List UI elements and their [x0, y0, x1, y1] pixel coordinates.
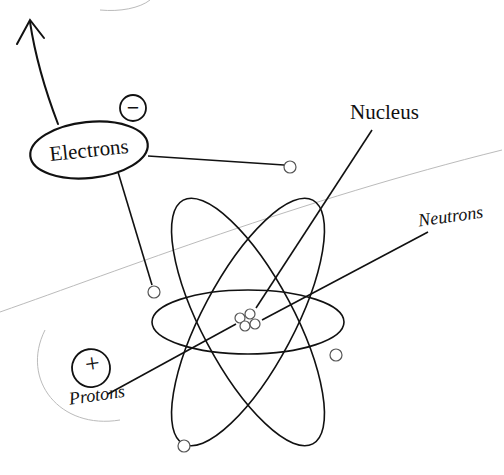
leader-line — [118, 172, 152, 285]
nucleus-particle — [240, 321, 250, 331]
hand-circle — [120, 95, 146, 121]
orbit — [143, 179, 354, 466]
node-text: Protons — [67, 380, 126, 409]
hand-ellipse — [27, 116, 150, 184]
orbit — [152, 290, 344, 354]
circled-label: Electrons — [27, 116, 150, 184]
leader-line — [108, 324, 236, 394]
electron-dot — [330, 349, 342, 361]
leader-line — [148, 156, 284, 165]
leader-line — [262, 232, 428, 320]
faint-pencil-line — [0, 150, 502, 312]
electron-dot — [148, 286, 160, 298]
proton-label: +Protons — [57, 332, 132, 420]
charge-circle: − — [120, 95, 146, 121]
orbit — [143, 179, 354, 466]
faint-pencil-line — [100, 0, 150, 11]
leader-line — [256, 130, 372, 308]
part-label: Nucleus — [350, 100, 419, 125]
nucleus-particle — [245, 309, 255, 319]
arrow-head — [17, 20, 44, 44]
node-text: Electrons — [48, 133, 129, 166]
electron-dot — [284, 161, 296, 173]
electron-dot — [178, 440, 190, 452]
node-text: − — [127, 97, 140, 119]
nucleus-particle — [250, 319, 260, 329]
part-label: Neutrons — [417, 202, 485, 232]
